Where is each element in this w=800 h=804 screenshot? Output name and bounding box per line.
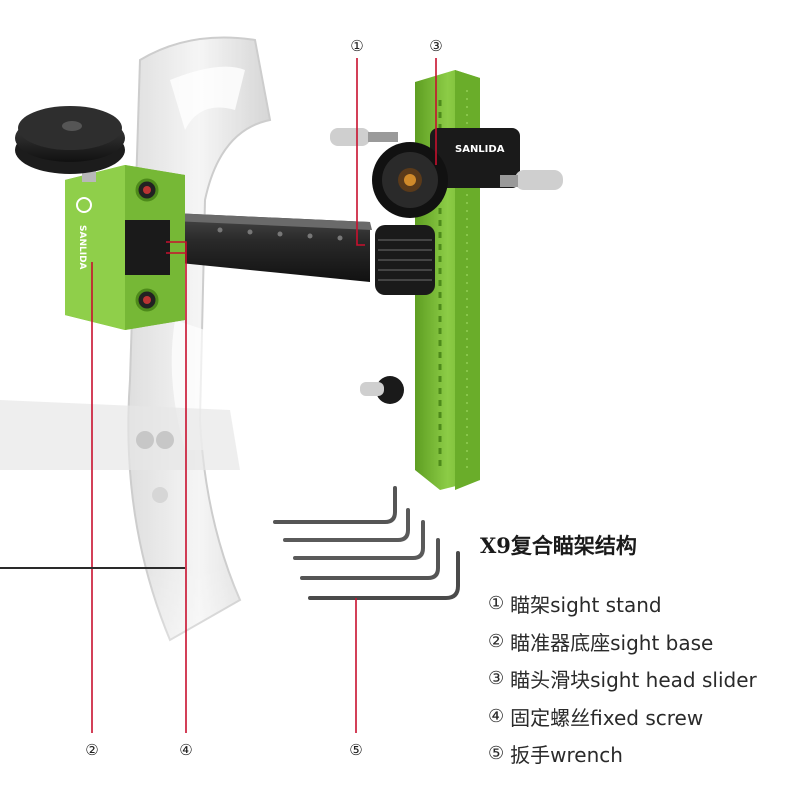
legend-number: ④ (488, 705, 505, 727)
legend-label: 固定螺丝fixed screw (510, 705, 704, 730)
callout-4: ④ (179, 741, 193, 759)
legend: X9复合瞄架结构 (480, 530, 795, 566)
legend-label: 瞄头滑块sight head slider (510, 668, 757, 693)
legend-item: ④ 固定螺丝fixed screw (488, 698, 757, 736)
legend-label: 扳手wrench (510, 743, 623, 768)
sight-head-slider (330, 128, 563, 404)
leader-lines (91, 58, 437, 733)
legend-item: ② 瞄准器底座sight base (488, 623, 757, 661)
legend-number: ⑤ (488, 743, 505, 765)
leader-line-4 (166, 241, 187, 733)
leader-line-1 (356, 58, 365, 246)
brand-text-head: SANLIDA (455, 144, 505, 155)
legend-item: ③ 瞄头滑块sight head slider (488, 660, 757, 698)
hex-wrench-set (273, 486, 460, 600)
windage-knob (15, 106, 125, 182)
callout-1: ① (350, 37, 364, 55)
legend-number: ③ (488, 668, 505, 690)
legend-label: 瞄架sight stand (510, 593, 662, 618)
extension-bar (150, 212, 372, 282)
legend-number: ① (488, 593, 505, 615)
callout-2: ② (85, 741, 99, 759)
legend-item: ① 瞄架sight stand (488, 585, 757, 623)
title-underline (0, 567, 185, 569)
diagram-title: X9复合瞄架结构 (480, 533, 637, 558)
brand-text-base: SANLIDA (77, 225, 87, 270)
callout-3: ③ (429, 37, 443, 55)
sight-base-block (65, 165, 185, 330)
legend-number: ② (488, 630, 505, 652)
legend-label: 瞄准器底座sight base (510, 630, 714, 655)
legend-list: ① 瞄架sight stand ② 瞄准器底座sight base ③ 瞄头滑块… (488, 585, 757, 773)
legend-item: ⑤ 扳手wrench (488, 735, 757, 773)
callout-5: ⑤ (349, 741, 363, 759)
